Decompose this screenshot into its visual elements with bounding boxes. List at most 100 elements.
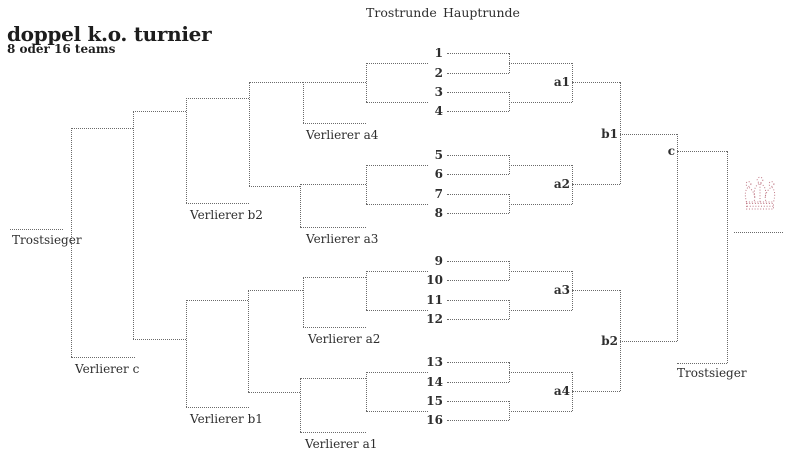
bracket-line-horizontal: [677, 363, 727, 364]
bracket-line-vertical: [509, 92, 510, 111]
bracket-line-vertical: [620, 290, 621, 391]
match-label-a3: a3: [553, 283, 570, 297]
crown-icon: [744, 176, 776, 210]
bracket-line-horizontal: [509, 372, 572, 373]
team-label-11: 11: [426, 293, 443, 307]
team-label-14: 14: [426, 375, 443, 389]
bracket-line-horizontal: [303, 82, 366, 83]
loser-label-a4: Verlierer a4: [306, 128, 379, 142]
bracket-line-horizontal: [133, 111, 186, 112]
bracket-line-vertical: [366, 165, 367, 204]
bracket-line-horizontal: [447, 401, 509, 402]
bracket-line-horizontal: [620, 134, 677, 135]
bracket-line-horizontal: [186, 407, 249, 408]
bracket-line-horizontal: [620, 341, 677, 342]
bracket-line-vertical: [572, 372, 573, 411]
trostsieger-label-right: Trostsieger: [677, 366, 747, 380]
bracket-line-horizontal: [572, 290, 620, 291]
bracket-line-horizontal: [303, 327, 366, 328]
bracket-line-vertical: [509, 194, 510, 213]
bracket-line-vertical: [677, 134, 678, 341]
bracket-line-horizontal: [186, 300, 248, 301]
bracket-line-horizontal: [447, 73, 509, 74]
bracket-line-horizontal: [447, 194, 509, 195]
bracket-line-vertical: [509, 261, 510, 280]
bracket-line-horizontal: [366, 310, 428, 311]
team-label-7: 7: [434, 187, 443, 201]
bracket-line-vertical: [509, 401, 510, 420]
bracket-line-horizontal: [248, 392, 300, 393]
loser-label-a1: Verlierer a1: [305, 437, 378, 451]
bracket-line-horizontal: [300, 184, 366, 185]
bracket-line-horizontal: [248, 290, 303, 291]
team-label-1: 1: [434, 46, 443, 60]
bracket-line-horizontal: [509, 165, 572, 166]
bracket-line-vertical: [249, 82, 250, 186]
column-header-trostrunde: Trostrunde: [366, 5, 437, 20]
bracket-line-vertical: [509, 300, 510, 319]
bracket-line-horizontal: [447, 362, 509, 363]
match-label-a1: a1: [553, 75, 570, 89]
bracket-line-horizontal: [71, 128, 133, 129]
bracket-line-vertical: [620, 82, 621, 184]
bracket-line-horizontal: [447, 300, 509, 301]
page-subtitle: 8 oder 16 teams: [7, 42, 116, 56]
bracket-line-horizontal: [447, 213, 509, 214]
bracket-line-vertical: [300, 184, 301, 227]
trostsieger-label-left: Trostsieger: [12, 233, 82, 247]
loser-label-b1: Verlierer b1: [190, 412, 263, 426]
bracket-line-horizontal: [447, 382, 509, 383]
bracket-line-horizontal: [249, 186, 300, 187]
bracket-line-horizontal: [366, 411, 428, 412]
bracket-line-vertical: [509, 53, 510, 73]
bracket-line-horizontal: [509, 271, 572, 272]
bracket-line-horizontal: [509, 310, 572, 311]
team-label-6: 6: [434, 167, 443, 181]
bracket-line-horizontal: [572, 391, 620, 392]
bracket-line-vertical: [186, 300, 187, 407]
team-label-12: 12: [426, 312, 443, 326]
bracket-line-horizontal: [509, 63, 572, 64]
bracket-line-horizontal: [572, 82, 620, 83]
bracket-line-horizontal: [677, 151, 727, 152]
loser-label-a2: Verlierer a2: [308, 332, 381, 346]
bracket-line-horizontal: [572, 184, 620, 185]
team-label-15: 15: [426, 394, 443, 408]
bracket-line-vertical: [572, 271, 573, 310]
bracket-line-horizontal: [366, 165, 428, 166]
bracket-line-vertical: [366, 372, 367, 411]
bracket-line-horizontal: [447, 155, 509, 156]
bracket-line-horizontal: [447, 261, 509, 262]
bracket-line-vertical: [366, 271, 367, 310]
bracket-line-vertical: [572, 165, 573, 204]
bracket-line-horizontal: [447, 92, 509, 93]
loser-label-c: Verlierer c: [75, 362, 140, 376]
bracket-line-vertical: [248, 290, 249, 392]
bracket-line-horizontal: [186, 203, 249, 204]
match-label-a2: a2: [553, 177, 570, 191]
bracket-line-vertical: [572, 63, 573, 102]
bracket-line-horizontal: [366, 102, 428, 103]
bracket-line-horizontal: [447, 319, 509, 320]
team-label-2: 2: [434, 66, 443, 80]
bracket-line-vertical: [133, 111, 134, 339]
bracket-line-horizontal: [303, 123, 366, 124]
team-label-9: 9: [434, 254, 443, 268]
bracket-line-horizontal: [509, 102, 572, 103]
team-label-3: 3: [434, 85, 443, 99]
bracket-line-vertical: [71, 128, 72, 357]
bracket-line-horizontal: [303, 277, 366, 278]
match-label-c: c: [667, 144, 675, 158]
bracket-line-horizontal: [447, 174, 509, 175]
bracket-line-vertical: [303, 277, 304, 327]
match-label-a4: a4: [553, 384, 570, 398]
bracket-line-vertical: [727, 151, 728, 363]
bracket-line-horizontal: [509, 411, 572, 412]
team-label-13: 13: [426, 355, 443, 369]
match-label-b1: b1: [601, 127, 618, 141]
team-label-4: 4: [434, 104, 443, 118]
bracket-line-vertical: [303, 82, 304, 123]
match-label-b2: b2: [601, 334, 618, 348]
loser-label-b2: Verlierer b2: [190, 208, 263, 222]
